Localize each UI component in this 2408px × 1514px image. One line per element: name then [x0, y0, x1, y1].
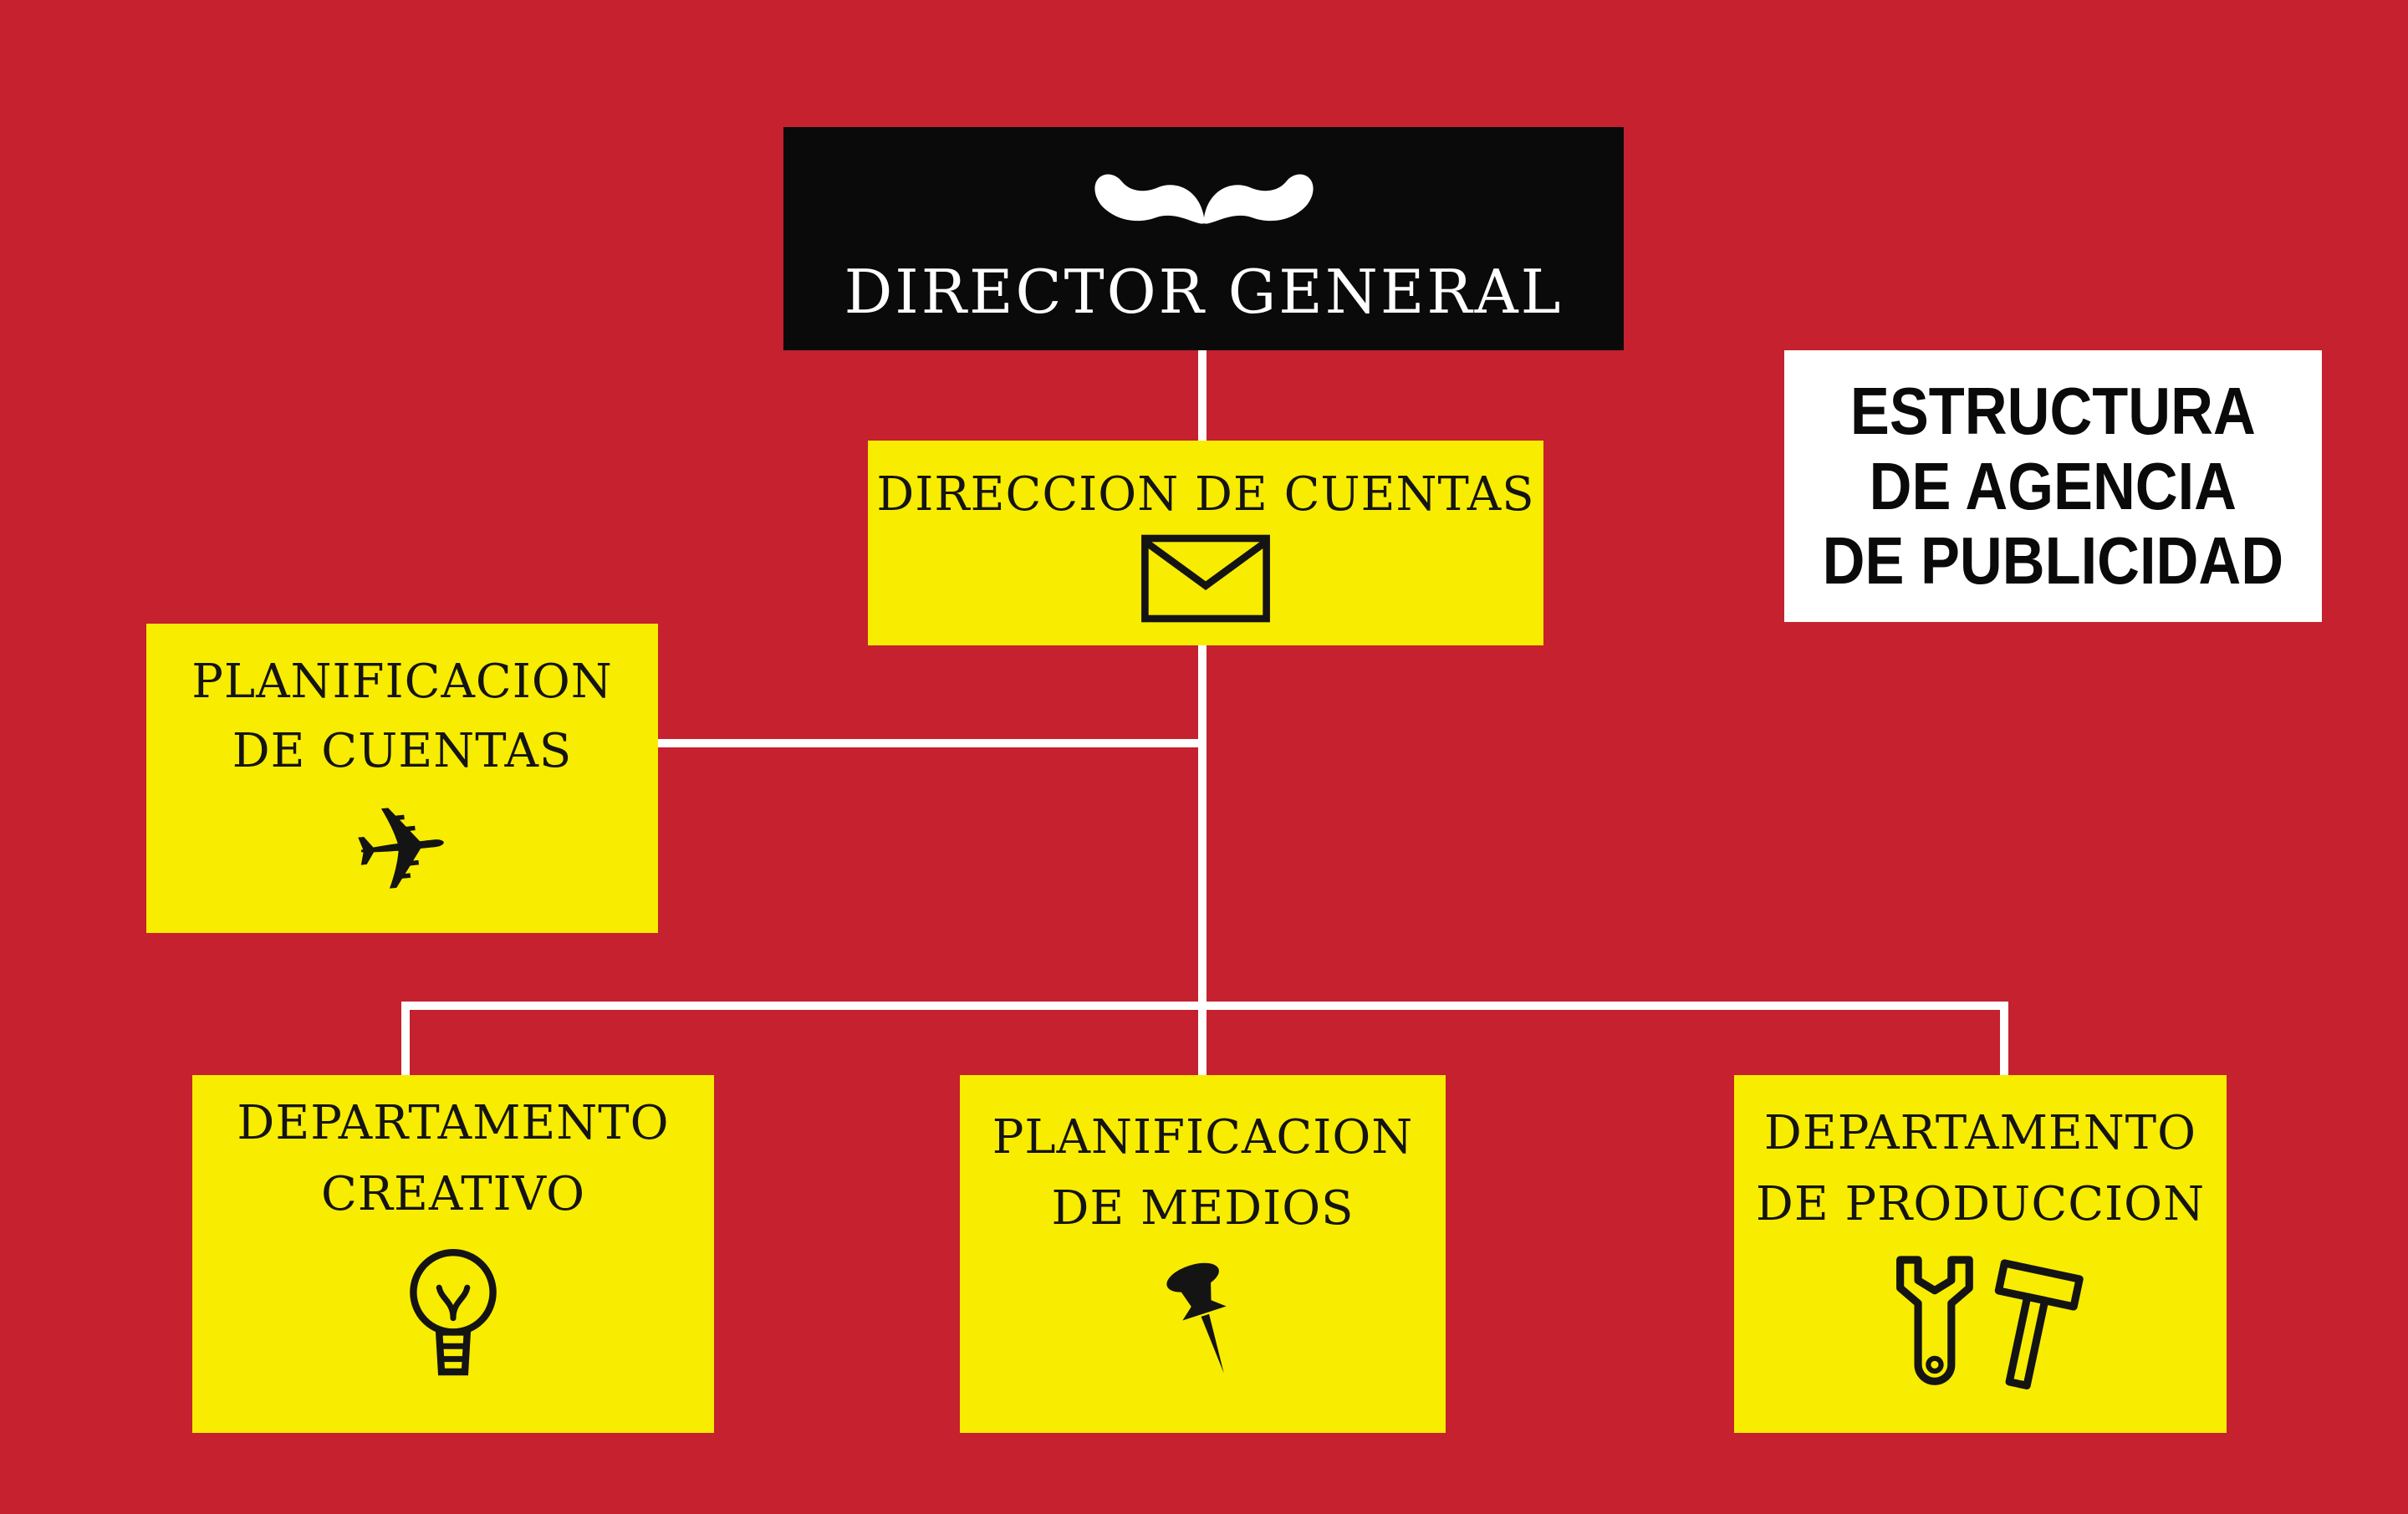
- title-line-3: DE PUBLICIDAD: [1822, 523, 2284, 599]
- connector-cuentas-down: [1198, 644, 1207, 1075]
- planificacion-de-cuentas-line1: PLANIFICACION: [191, 654, 613, 709]
- departamento-de-produccion-line1: DEPARTAMENTO: [1763, 1105, 2197, 1160]
- direccion-de-cuentas-label: DIRECCION DE CUENTAS: [876, 466, 1535, 522]
- mustache-icon: [1066, 151, 1342, 252]
- departamento-creativo-line1: DEPARTAMENTO: [237, 1095, 670, 1150]
- connector-drop-produccion: [2000, 1002, 2008, 1077]
- node-planificacion-de-cuentas: PLANIFICACION DE CUENTAS ✈: [146, 624, 658, 933]
- connector-drop-creativo: [401, 1002, 410, 1077]
- pushpin-icon: [1140, 1246, 1266, 1404]
- departamento-creativo-line2: CREATIVO: [320, 1167, 586, 1221]
- planificacion-de-medios-line2: DE MEDIOS: [1051, 1181, 1354, 1236]
- node-direccion-de-cuentas: DIRECCION DE CUENTAS: [868, 441, 1543, 645]
- connector-main-horizontal: [401, 1002, 2008, 1010]
- director-general-label: DIRECTOR GENERAL: [844, 256, 1564, 327]
- departamento-de-produccion-line2: DE PRODUCCION: [1755, 1177, 2206, 1231]
- planificacion-de-cuentas-line2: DE CUENTAS: [232, 724, 573, 778]
- connector-director-to-cuentas: [1198, 350, 1207, 442]
- wrench-hammer-icon: [1872, 1241, 2089, 1409]
- title-line-2: DE AGENCIA: [1869, 448, 2237, 523]
- connector-plan-cuentas-horizontal: [656, 739, 1202, 747]
- infographic-title: ESTRUCTURA DE AGENCIA DE PUBLICIDAD: [1784, 350, 2322, 622]
- envelope-icon: [1139, 532, 1273, 625]
- node-departamento-creativo: DEPARTAMENTO CREATIVO: [192, 1075, 714, 1433]
- node-departamento-de-produccion: DEPARTAMENTO DE PRODUCCION: [1734, 1075, 2227, 1433]
- lightbulb-icon: [395, 1231, 512, 1419]
- node-planificacion-de-medios: PLANIFICACION DE MEDIOS: [960, 1075, 1446, 1433]
- title-line-1: ESTRUCTURA: [1850, 374, 2256, 449]
- node-director-general: DIRECTOR GENERAL: [783, 127, 1624, 350]
- planificacion-de-medios-line1: PLANIFICACION: [992, 1109, 1414, 1165]
- airplane-icon: ✈: [346, 777, 458, 923]
